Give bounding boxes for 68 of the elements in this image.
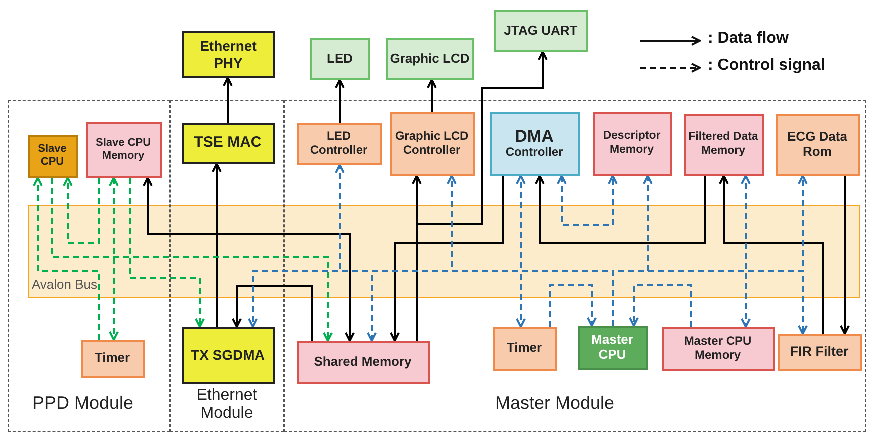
arrow	[223, 77, 233, 123]
component-box	[684, 114, 764, 176]
arrow	[719, 175, 824, 334]
module-label: Master Module	[494, 393, 616, 414]
module-frame	[170, 100, 284, 432]
legend-label: : Data flow	[708, 30, 789, 48]
component-box	[182, 326, 274, 384]
arrow	[535, 175, 706, 244]
module-label: PPD Module	[31, 393, 135, 414]
box-label: JTAG UART	[504, 24, 578, 38]
box-label: Graphic LCD	[390, 52, 470, 66]
arrow	[557, 175, 618, 226]
box-label: Timer	[94, 351, 130, 366]
box-label: Master CPU	[590, 332, 634, 362]
component-box	[776, 114, 860, 176]
component-box	[390, 112, 474, 176]
arrow	[109, 177, 119, 341]
component-box	[494, 10, 588, 52]
box-label: TX SGDMA	[191, 346, 265, 364]
arrow	[629, 284, 692, 327]
arrow	[143, 177, 355, 342]
box-label: LED	[327, 52, 353, 66]
component-box	[386, 38, 474, 80]
component-box	[296, 122, 382, 164]
component-box	[28, 134, 78, 178]
box-label: FIR Filter	[790, 344, 849, 360]
box-label: TSE MAC	[194, 134, 262, 152]
arrow	[335, 79, 345, 123]
arrow	[129, 178, 205, 328]
box-label: ECG Data Rom	[786, 130, 848, 160]
component-box	[492, 326, 556, 370]
box-label: LED Controller	[309, 130, 369, 158]
component-box	[86, 122, 162, 178]
component-box	[592, 112, 672, 176]
box-label: Filtered Data Memory	[688, 131, 760, 158]
arrow	[427, 79, 437, 112]
box-label: DMA	[515, 126, 554, 146]
box-label: Graphic LCD Controller	[394, 130, 470, 158]
bus-label: Avalon Bus	[32, 277, 98, 292]
box-label: Slave CPU Memory	[94, 136, 152, 162]
module-frame	[284, 100, 866, 432]
box-label: Slave CPU	[37, 143, 68, 169]
box-label: Shared Memory	[314, 354, 412, 370]
arrow	[232, 285, 313, 341]
arrow	[212, 163, 222, 327]
component-box	[182, 31, 275, 78]
component-box	[296, 340, 430, 384]
component-box	[578, 326, 648, 370]
box-label: Controller	[506, 146, 564, 160]
component-box	[310, 38, 370, 80]
component-box	[778, 334, 862, 370]
arrow	[63, 177, 100, 244]
box-label: Master CPU Memory	[683, 334, 753, 362]
arrow	[840, 176, 850, 335]
component-box	[662, 326, 774, 370]
module-frame	[8, 100, 170, 432]
box-label: Timer	[506, 341, 542, 356]
component-box	[182, 122, 274, 164]
component-box	[490, 112, 580, 176]
arrow	[33, 177, 100, 340]
box-label: Ethernet PHY	[199, 38, 258, 71]
module-label: Ethernet Module	[196, 387, 258, 424]
arrow	[390, 176, 504, 342]
arrow	[549, 284, 597, 327]
arrow	[51, 178, 333, 342]
component-box	[80, 340, 144, 378]
box-label: Descriptor Memory	[602, 130, 662, 157]
legend-label: : Control signal	[708, 57, 826, 75]
